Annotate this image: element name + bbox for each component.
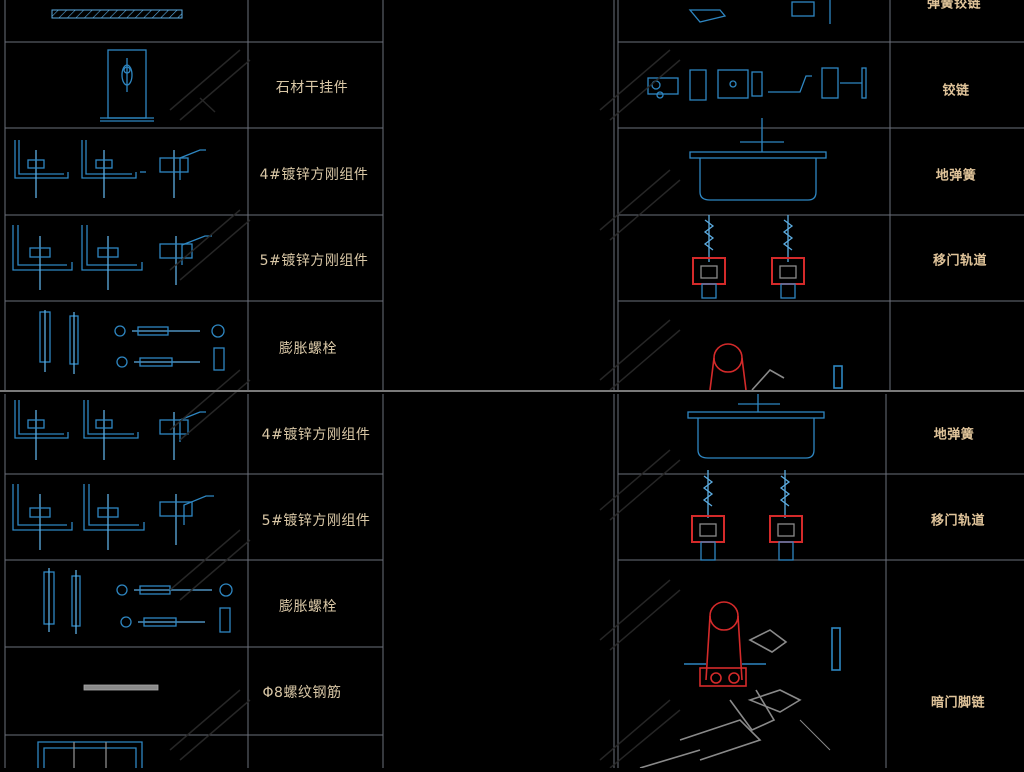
hinge-set-drawing [647, 67, 867, 101]
expansion-bolt-bottom [43, 568, 233, 634]
channel-drawing-partial [37, 741, 143, 768]
top-left-row-2-label: 石材干挂件 [275, 80, 349, 96]
top-left-table-grid [4, 0, 384, 390]
expansion-bolt-top [39, 310, 225, 374]
concealed-hinge-drawing [639, 601, 841, 769]
top-left-row-5-label: 膨胀螺栓 [279, 341, 337, 357]
top-right-row-1-label: 弹簧铰链 [926, 0, 982, 12]
sliding-door-track-bottom [691, 470, 803, 561]
angle-steel-assembly-4-top [14, 140, 206, 198]
top-right-table-grid [613, 0, 1024, 390]
rebar-drawing [83, 684, 159, 691]
floor-spring-bottom [687, 394, 825, 459]
angle-steel-assembly-4-bottom [14, 400, 206, 460]
bottom-left-row-2-label: 5#镀锌方刚组件 [261, 513, 371, 529]
watermark-logo-icon [169, 49, 681, 769]
angle-steel-assembly-5-bottom [12, 484, 214, 550]
top-right-row-2-label: 铰链 [942, 83, 970, 99]
bottom-left-row-1-label: 4#镀锌方刚组件 [261, 427, 371, 443]
spring-hinge-drawing [688, 0, 831, 24]
bottom-right-row-3-label: 暗门脚链 [930, 695, 986, 711]
concealed-hinge-top-partial [709, 343, 843, 391]
sliding-door-track-top [692, 215, 805, 299]
bottom-right-row-1-label: 地弹簧 [933, 427, 975, 443]
top-right-row-4-label: 移门轨道 [932, 253, 988, 269]
bottom-left-row-4-label: Φ8螺纹钢筋 [262, 685, 342, 701]
stone-hanger-drawing [100, 49, 154, 122]
top-left-row-4-label: 5#镀锌方刚组件 [259, 253, 369, 269]
bottom-right-row-2-label: 移门轨道 [930, 513, 986, 529]
bottom-left-table-grid [4, 394, 384, 768]
hatched-bar-drawing [51, 9, 183, 19]
floor-spring-top [689, 118, 827, 201]
bottom-left-row-3-label: 膨胀螺栓 [279, 599, 337, 615]
sheet-divider [0, 390, 1024, 392]
top-left-row-3-label: 4#镀锌方刚组件 [259, 167, 369, 183]
top-right-row-3-label: 地弹簧 [935, 168, 977, 184]
angle-steel-assembly-5-top [12, 225, 212, 290]
bottom-right-table-grid [613, 394, 1024, 768]
